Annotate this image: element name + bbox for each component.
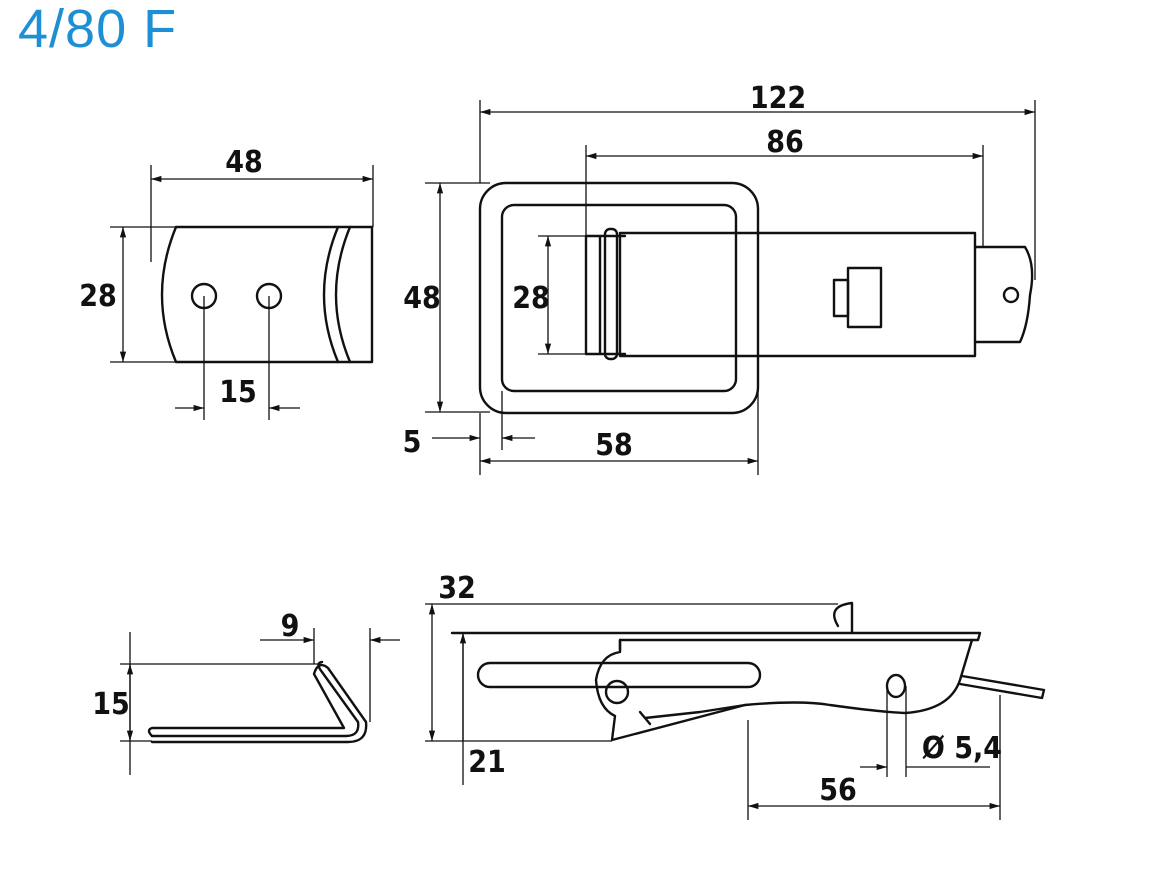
dim-catch-hole-spacing: 15 — [219, 375, 257, 410]
dim-overall-length: 122 — [750, 81, 806, 116]
dim-base-width: 58 — [595, 428, 633, 463]
dim-catch-height: 28 — [79, 279, 117, 314]
latch-side-view — [425, 601, 1046, 820]
dim-hole-distance: 56 — [819, 773, 857, 808]
dim-hook-height: 15 — [92, 687, 130, 722]
dim-base-offset: 5 — [403, 425, 422, 460]
catch-plate-view — [110, 165, 374, 420]
dim-catch-width: 48 — [225, 145, 263, 180]
dim-hinge-height: 28 — [512, 281, 550, 316]
latch-top-view — [425, 100, 1036, 475]
dim-hole-diameter: Ø 5,4 — [922, 731, 1002, 766]
dim-body-height: 21 — [468, 745, 506, 780]
hook-side-view — [120, 628, 400, 775]
dim-closed-height: 32 — [438, 571, 476, 606]
product-title: 4/80 F — [18, 0, 178, 59]
dim-base-height: 48 — [403, 281, 441, 316]
dim-lever-length: 86 — [766, 125, 804, 160]
dim-hook-offset: 9 — [281, 609, 300, 644]
